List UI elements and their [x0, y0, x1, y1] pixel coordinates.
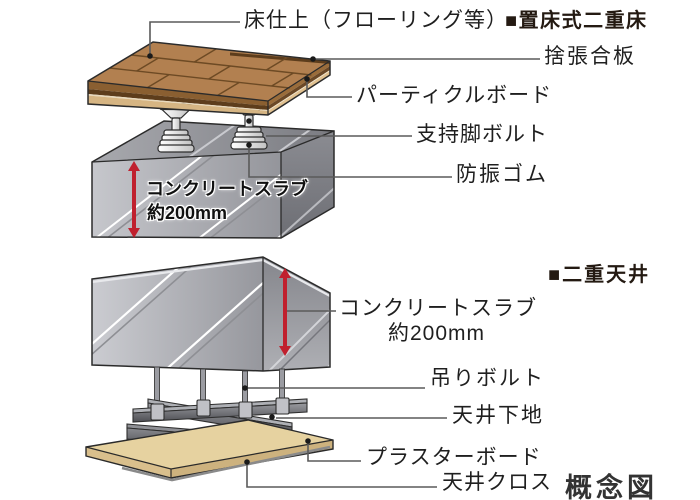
label-plaster-board: プラスターボード	[366, 446, 542, 469]
slab-top-stripes	[149, 121, 334, 162]
plaster-board	[85, 419, 334, 479]
concrete-slab-lower	[91, 256, 331, 372]
ceiling-cloth-line	[121, 445, 331, 482]
label-support-leg-bolt: 支持脚ボルト	[416, 123, 548, 146]
label-slab-thickness-upper: 約200mm	[147, 203, 228, 223]
plank-lines	[109, 48, 312, 97]
leader-lines-lower	[246, 310, 447, 488]
leader-dots-lower	[242, 385, 311, 465]
label-floor-finish: 床仕上（フローリング等）	[244, 9, 508, 32]
leader-dots-upper	[147, 53, 316, 148]
section-header-double-ceiling: ■二重天井	[548, 264, 651, 286]
floor-diagram	[87, 21, 540, 239]
leader-lines-upper	[149, 21, 540, 178]
label-slab-thickness-lower: 約200mm	[388, 322, 486, 345]
section-header-double-floor: ■置床式二重床	[505, 10, 648, 32]
floor-assembly	[87, 41, 331, 116]
slab-lower-right-stripes	[263, 289, 330, 371]
label-particle-board: パーティクルボード	[356, 84, 553, 107]
thickness-arrow-upper	[128, 161, 140, 238]
label-ceiling-substrate: 天井下地	[452, 404, 544, 427]
label-subfloor-plywood: 捨張合板	[544, 45, 636, 68]
label-vibration-rubber: 防振ゴム	[456, 163, 548, 186]
label-ceiling-cloth: 天井クロス	[442, 471, 552, 494]
slab-right-stripes	[281, 164, 334, 238]
ceiling-diagram	[85, 256, 447, 488]
label-concrete-slab-upper: コンクリートスラブ	[146, 179, 308, 199]
thickness-arrow-lower	[279, 268, 291, 356]
concrete-slab-upper	[91, 120, 335, 239]
slab-stripes	[92, 152, 281, 238]
caption-conceptual-diagram: 概念図	[565, 473, 658, 500]
label-hanging-bolt: 吊りボルト	[430, 367, 545, 390]
label-concrete-slab-lower: コンクリートスラブ	[339, 297, 537, 320]
